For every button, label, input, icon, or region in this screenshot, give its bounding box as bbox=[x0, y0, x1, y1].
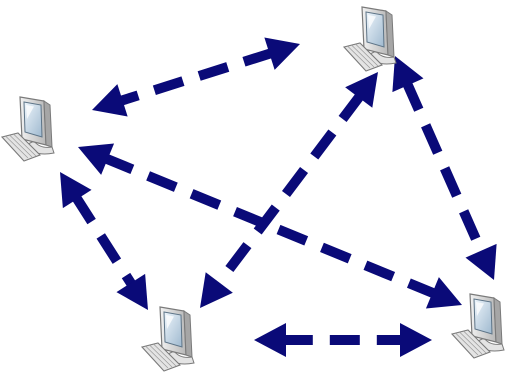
keyboard-keys bbox=[463, 331, 487, 354]
keyboard-keys bbox=[351, 45, 375, 68]
keyboard-keys bbox=[149, 345, 173, 368]
monitor-side bbox=[43, 100, 53, 148]
arrowhead-bottom-middle bbox=[116, 273, 148, 310]
keyboard bbox=[0, 132, 41, 162]
connection-left-bottom-middle bbox=[60, 172, 148, 310]
dashed-link-line bbox=[402, 80, 487, 256]
keyboard-keys bbox=[9, 135, 33, 158]
keyboard-keys bbox=[455, 333, 479, 356]
monitor-side bbox=[183, 310, 193, 358]
keyboard-keys bbox=[145, 346, 169, 369]
desktop-computer-icon[interactable] bbox=[450, 293, 505, 359]
keyboard-keys bbox=[355, 44, 379, 67]
keyboard-keys bbox=[5, 136, 29, 159]
connection-left-bottom-right bbox=[78, 143, 462, 309]
arrowhead-bottom-right bbox=[400, 323, 432, 357]
keyboard-keys bbox=[347, 46, 371, 69]
dashed-link-line bbox=[71, 193, 137, 289]
desktop-computer-icon[interactable] bbox=[140, 306, 195, 372]
monitor-side bbox=[385, 10, 395, 58]
dashed-link-line bbox=[102, 153, 438, 299]
arrowhead-left bbox=[60, 172, 92, 209]
arrowhead-top-right bbox=[392, 56, 424, 93]
keyboard-keys bbox=[13, 134, 37, 157]
keyboard bbox=[140, 342, 181, 372]
connection-bottom-middle-bottom-right bbox=[254, 323, 432, 357]
arrowhead-bottom-middle bbox=[200, 272, 233, 308]
desktop-computer-icon[interactable] bbox=[0, 96, 55, 162]
arrowhead-bottom-middle bbox=[254, 323, 286, 357]
keyboard bbox=[342, 42, 383, 72]
arrowhead-top-right bbox=[345, 72, 378, 108]
arrowhead-bottom-right bbox=[425, 277, 462, 309]
connections-layer bbox=[60, 37, 497, 357]
arrowhead-bottom-right bbox=[465, 243, 497, 280]
screen-glare bbox=[166, 315, 174, 329]
dashed-link-line bbox=[213, 91, 365, 289]
keyboard-keys bbox=[153, 344, 177, 367]
connection-top-right-bottom-middle bbox=[200, 72, 378, 308]
arrowhead-left bbox=[78, 143, 115, 175]
monitor-side bbox=[493, 297, 503, 345]
connection-top-right-left bbox=[92, 37, 300, 117]
arrowhead-left bbox=[92, 84, 128, 117]
keyboard bbox=[450, 329, 491, 359]
screen-glare bbox=[476, 302, 484, 316]
nodes-layer bbox=[0, 6, 505, 372]
desktop-computer-icon[interactable] bbox=[342, 6, 397, 72]
keyboard-keys bbox=[459, 332, 483, 355]
connection-top-right-bottom-right bbox=[392, 56, 497, 280]
screen-glare bbox=[368, 15, 376, 29]
screen-glare bbox=[26, 105, 34, 119]
arrowhead-top-right bbox=[264, 37, 300, 70]
dashed-link-line bbox=[117, 47, 275, 107]
